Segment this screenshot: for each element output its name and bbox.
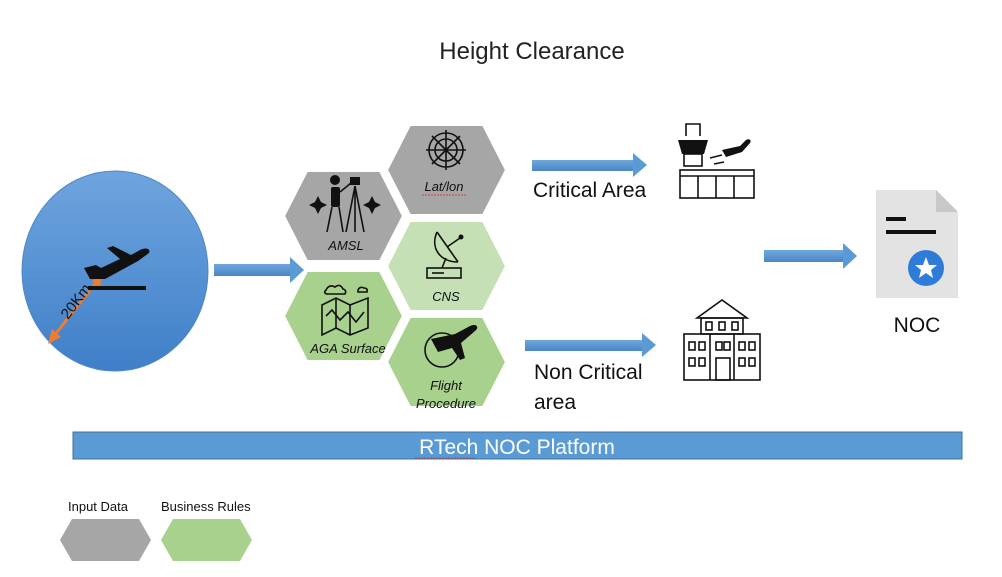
hexagon-amsl: AMSL xyxy=(282,170,405,262)
airplane-takeoff-icon xyxy=(84,246,150,290)
hexagon-cns-label: CNS xyxy=(432,289,460,304)
radius-circle: 20Km xyxy=(21,170,209,372)
hexagon-aga-label: AGA Surface xyxy=(309,341,385,356)
building-icon xyxy=(683,299,761,381)
map-icon xyxy=(321,284,369,337)
hexagon-flight-label-line1: Flight xyxy=(430,378,463,393)
legend-rules-swatch xyxy=(161,519,252,561)
surveyor-icon xyxy=(309,175,381,233)
arrow-to-critical-area xyxy=(532,153,647,177)
non-critical-label-line1: Non Critical xyxy=(534,361,643,384)
hexagon-flight-label-line2: Procedure xyxy=(416,396,476,411)
legend-input-swatch xyxy=(60,519,151,561)
non-critical-label-line2: area xyxy=(534,391,576,414)
critical-area-label: Critical Area xyxy=(533,179,647,202)
hexagon-amsl-label: AMSL xyxy=(327,238,363,253)
platform-bar: RTech NOC Platform xyxy=(72,431,963,460)
hexagon-flight-procedure: Flight Procedure xyxy=(385,316,508,411)
legend-rules-label: Business Rules xyxy=(161,499,251,514)
lifebuoy-plane-icon xyxy=(424,324,478,368)
hexagon-latlon-label: Lat/lon xyxy=(424,179,463,194)
certificate-document-icon xyxy=(876,190,958,298)
control-tower-icon xyxy=(678,123,755,199)
legend: Input Data Business Rules xyxy=(60,499,252,561)
arrow-to-noc xyxy=(764,243,857,269)
hexagon-cns: CNS xyxy=(385,220,508,312)
platform-label: RTech NOC Platform xyxy=(419,436,615,459)
hexagon-latlon: Lat/lon xyxy=(385,124,508,216)
compass-icon xyxy=(426,130,466,170)
legend-input-label: Input Data xyxy=(68,499,129,514)
satellite-dish-icon xyxy=(426,231,464,279)
page-title: Height Clearance xyxy=(439,38,624,65)
hexagon-aga: AGA Surface xyxy=(282,270,405,362)
arrow-to-non-critical-area xyxy=(525,333,656,357)
noc-label: NOC xyxy=(894,314,941,337)
arrow-to-data xyxy=(214,257,304,283)
